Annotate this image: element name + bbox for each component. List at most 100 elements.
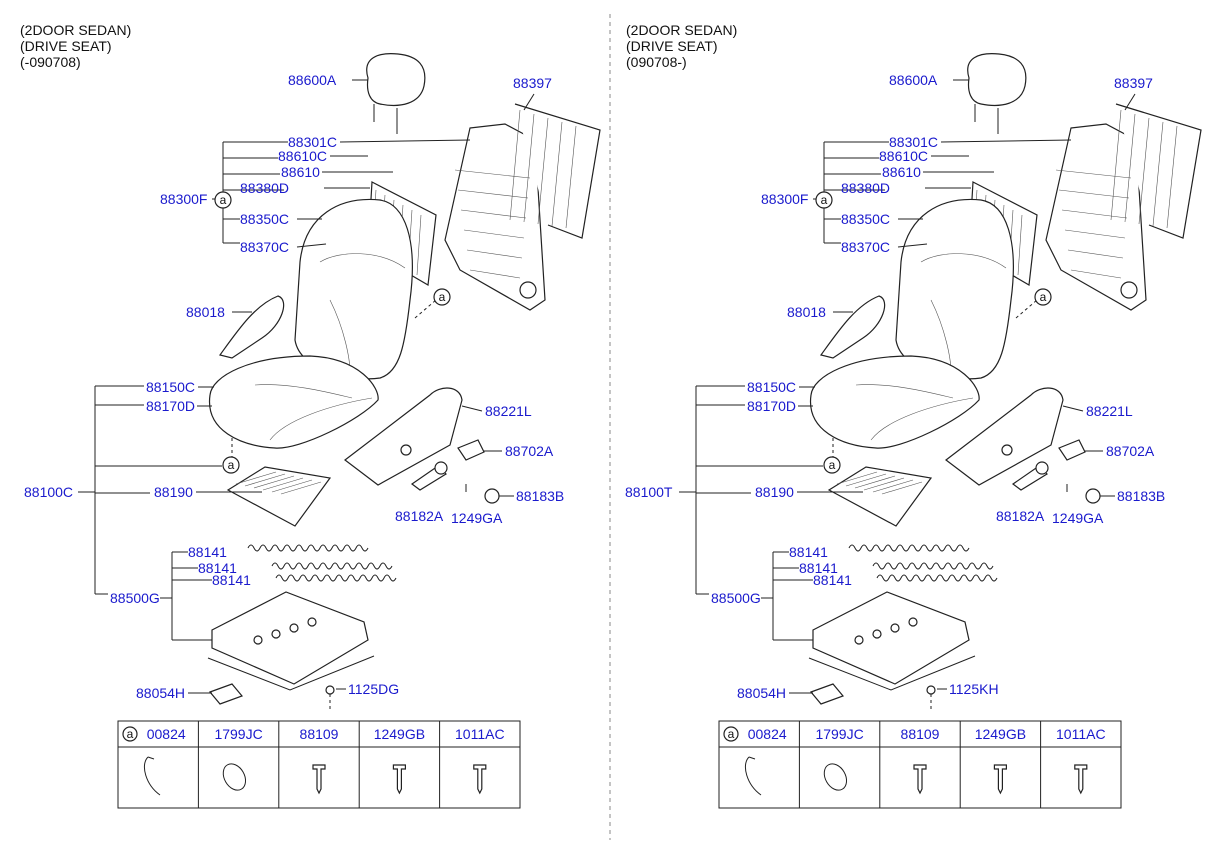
label-bolt1: 88301C <box>889 134 938 150</box>
callout-a-letter: a <box>439 290 446 304</box>
label-side-shield: 88221L <box>485 403 532 419</box>
recliner-hub <box>519 281 537 299</box>
bolt-head <box>325 685 335 695</box>
assembly-line <box>414 299 437 319</box>
bracket-line <box>95 385 222 595</box>
frame-wire <box>469 269 521 279</box>
cushion-seam <box>254 384 353 399</box>
track-bolt-hole <box>908 617 918 627</box>
track-rail <box>207 655 375 691</box>
screw-icon <box>1074 764 1088 795</box>
table-header-1799JC: 1799JC <box>815 726 863 742</box>
callout-a <box>214 191 232 209</box>
label-spring3: 88141 <box>813 572 852 588</box>
table-callout-letter: a <box>728 727 735 741</box>
pad-grid <box>253 475 295 489</box>
pad-grid <box>854 475 896 489</box>
frame-wire <box>1055 169 1132 179</box>
pad-grid <box>235 471 277 485</box>
frame-wire <box>463 229 525 239</box>
pad-grid <box>836 471 878 485</box>
panel-header-left: (2DOOR SEDAN) (DRIVE SEAT) (-090708) <box>20 22 131 70</box>
label-track-assy: 88500G <box>110 590 160 606</box>
label-back-cover-main: 88370C <box>240 239 289 255</box>
leader-line <box>897 243 928 248</box>
table-header-88109: 88109 <box>901 726 940 742</box>
cap-shape <box>1085 488 1101 504</box>
clip-icon <box>745 756 762 796</box>
callout-a-letter: a <box>829 458 836 472</box>
frame-wire <box>460 209 527 219</box>
frame-wire <box>454 169 531 179</box>
label-spring1: 88141 <box>789 544 828 560</box>
callout-a-letter: a <box>821 193 828 207</box>
parts-table <box>117 720 521 809</box>
table-callout-a <box>723 726 739 742</box>
cover-grid <box>551 121 563 227</box>
bracket-line <box>696 385 823 595</box>
callout-a <box>1034 288 1052 306</box>
pad-grid <box>1017 214 1023 276</box>
cushion-seam <box>870 397 974 441</box>
track-rail <box>808 655 976 691</box>
frame-wire <box>457 189 529 199</box>
headrest-post <box>373 104 398 134</box>
label-cushion-clip: 88150C <box>146 379 195 395</box>
label-bolt3: 88610 <box>281 164 320 180</box>
pad-grid <box>262 477 304 491</box>
label-spring1: 88141 <box>188 544 227 560</box>
cover-grid <box>1138 117 1150 225</box>
seatback-frame <box>444 123 546 311</box>
seatback-seam <box>319 253 406 269</box>
track-bolt-hole <box>890 623 900 633</box>
header-line: (-090708) <box>20 54 81 70</box>
cushion <box>208 355 379 449</box>
label-screw: 1249GA <box>451 510 503 526</box>
label-clip-back: 88350C <box>240 211 289 227</box>
cover-grid <box>523 113 535 223</box>
label-track-bolt: 1125KH <box>949 681 999 697</box>
label-headrest: 88600A <box>889 72 938 88</box>
screw-icon <box>473 764 487 795</box>
screw-icon <box>392 764 406 795</box>
seatback-frame <box>1045 123 1147 311</box>
leader-line <box>523 93 535 111</box>
lever-hub <box>1035 461 1049 475</box>
track-bolt-hole <box>854 635 864 645</box>
header-line: (DRIVE SEAT) <box>20 38 112 54</box>
side-shield-shape <box>945 387 1064 486</box>
seat-track <box>812 591 970 685</box>
spring-shape <box>848 544 970 552</box>
label-cushion-pad: 88190 <box>755 484 794 500</box>
screw-icon <box>913 764 927 795</box>
label-cushion-pad: 88190 <box>154 484 193 500</box>
cover-grid <box>1166 125 1178 229</box>
cover-grid <box>565 125 577 229</box>
track-cover-shape <box>208 683 244 705</box>
table-callout-letter: a <box>127 727 134 741</box>
label-track-cover: 88054H <box>136 685 185 701</box>
parts-table <box>718 720 1122 809</box>
label-spring3: 88141 <box>212 572 251 588</box>
label-lever: 88182A <box>996 508 1045 524</box>
label-cushion-cover: 88170D <box>747 398 796 414</box>
assembly-line <box>1015 299 1038 319</box>
spring-shape <box>872 562 994 570</box>
lever-hub <box>434 461 448 475</box>
frame-wire <box>1058 189 1130 199</box>
cushion-pad <box>226 466 332 527</box>
track-bolt-hole <box>253 635 263 645</box>
callout-a <box>823 456 841 474</box>
label-screw: 1249GA <box>1052 510 1104 526</box>
side-shield-shape <box>344 387 463 486</box>
cushion-seam <box>269 397 373 441</box>
bolt-head <box>926 685 936 695</box>
label-clip-back: 88350C <box>841 211 890 227</box>
spring-shape <box>876 574 998 582</box>
label-back-cover: 88397 <box>513 75 552 91</box>
clamp-icon <box>823 763 848 791</box>
table-header-1799JC: 1799JC <box>214 726 262 742</box>
table-header-1249GB: 1249GB <box>374 726 425 742</box>
frame-wire <box>1070 269 1122 279</box>
